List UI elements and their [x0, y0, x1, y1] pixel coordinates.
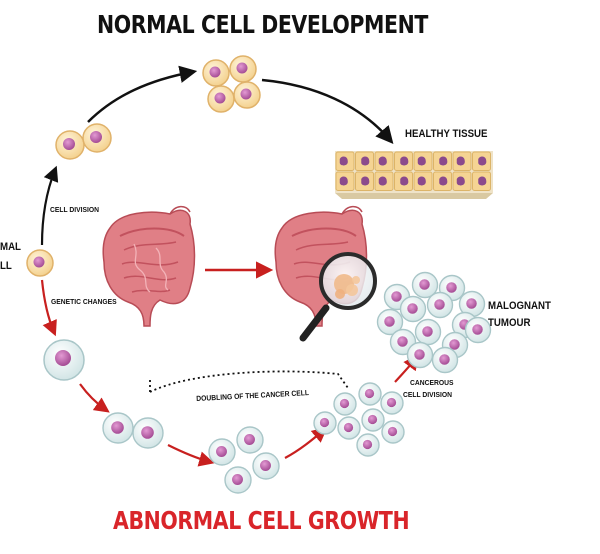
tissue-cell	[413, 151, 433, 171]
cancer-cell	[376, 308, 404, 336]
tissue-cell	[374, 171, 394, 191]
tissue-cell	[355, 171, 374, 191]
normal-cell-start	[26, 249, 54, 277]
label-cancerous-line2: CELL DIVISION	[403, 390, 453, 399]
arrow-mutated-to-pair	[79, 383, 110, 413]
cancer-cell	[406, 341, 434, 369]
cancer-cell	[426, 291, 454, 319]
cancer-cell	[361, 408, 385, 432]
tissue-cell	[394, 171, 413, 191]
cancer-cell	[399, 295, 427, 323]
cancer-cell	[431, 346, 459, 374]
normal-path-arrows	[40, 65, 394, 246]
cancer-cell	[414, 318, 442, 346]
cancer-cell-pair	[102, 412, 164, 449]
tissue-cell	[452, 151, 472, 171]
cancer-cell	[381, 420, 405, 444]
intestine-illustration	[102, 205, 196, 327]
mutated-cell	[43, 339, 85, 381]
abnormal-path-arrows	[40, 261, 419, 467]
label-healthy-tissue: HEALTHY TISSUE	[405, 128, 488, 140]
cancer-cell-eight	[313, 382, 405, 457]
tissue-cell	[413, 171, 433, 191]
cancer-cell	[208, 438, 236, 466]
label-tumour-line1: MALOGNANT	[488, 300, 551, 312]
cancer-cell	[356, 433, 380, 457]
arrow-four-to-eight	[284, 427, 328, 459]
cancer-cell	[358, 382, 382, 406]
label-normal-cell-line2: LL	[0, 260, 12, 272]
title-normal-cell-development: NORMAL CELL DEVELOPMENT	[97, 10, 428, 39]
tissue-cell	[433, 171, 452, 191]
label-tumour-line2: TUMOUR	[488, 317, 531, 329]
cancer-cell	[333, 392, 357, 416]
label-cell-division: CELL DIVISION	[50, 205, 100, 214]
cancer-cell	[102, 412, 134, 444]
tissue-cell	[394, 151, 413, 171]
cancer-cell	[132, 417, 164, 449]
normal-cell-cluster	[202, 55, 261, 113]
magnifying-glass-icon	[299, 252, 377, 342]
arrow-normal-to-mutated	[40, 279, 57, 337]
cancer-cell	[380, 391, 404, 415]
arrow-pair-to-four	[167, 444, 215, 467]
label-cancerous-line1: CANCEROUS	[410, 378, 454, 387]
tissue-cell	[355, 151, 374, 171]
tissue-cell	[433, 151, 452, 171]
cancer-cell	[224, 466, 252, 494]
arrow-division-to-cluster	[87, 65, 198, 123]
label-normal-cell-line1: MAL	[0, 241, 21, 253]
cell-division-pair	[55, 123, 112, 160]
cancer-cell	[411, 271, 439, 299]
healthy-tissue-block	[335, 151, 493, 199]
cancer-cell	[337, 416, 361, 440]
arrow-normal-to-division	[40, 165, 59, 246]
tissue-cell	[335, 151, 355, 171]
malignant-tumour	[376, 271, 492, 374]
label-genetic-changes: GENETIC CHANGES	[51, 297, 117, 306]
cancer-cell-four	[208, 426, 280, 494]
tissue-cell	[472, 151, 491, 171]
tissue-cell	[472, 171, 491, 191]
title-abnormal-cell-growth: ABNORMAL CELL GROWTH	[113, 506, 410, 535]
cancer-cell	[313, 411, 337, 435]
doubling-dotted-arc	[149, 370, 349, 393]
arrow-cluster-to-tissue	[261, 78, 394, 144]
cancer-cell	[464, 316, 492, 344]
tissue-cell	[335, 171, 355, 191]
tissue-cell	[452, 171, 472, 191]
tissue-cell	[374, 151, 394, 171]
cancer-cell	[252, 452, 280, 480]
cancer-cell	[236, 426, 264, 454]
